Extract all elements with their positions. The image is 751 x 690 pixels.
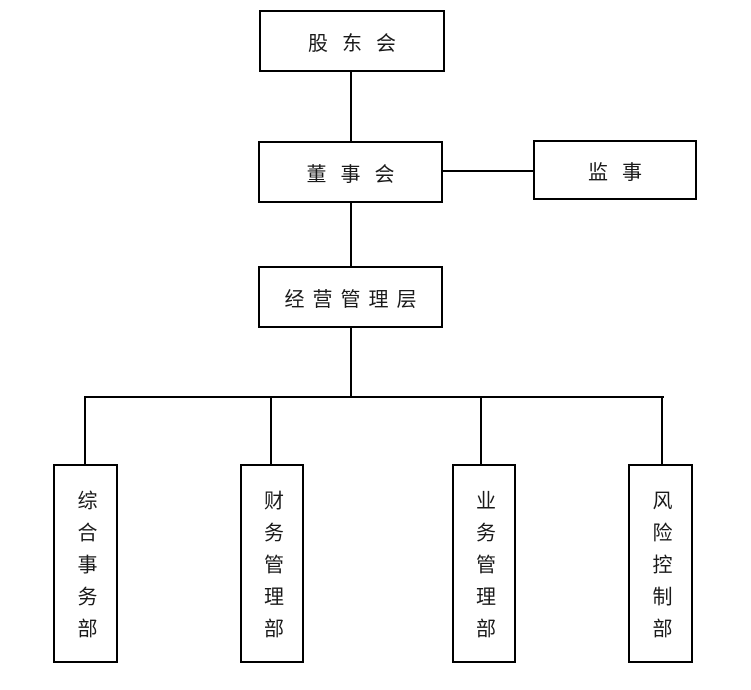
connector-board-management [350, 203, 352, 266]
node-label: 经营管理层 [284, 288, 425, 311]
connector-rail-dept-business [480, 396, 482, 464]
node-label: 业务管理部 [472, 489, 495, 650]
node-label: 监事 [588, 161, 656, 184]
node-board-of-directors: 董事会 [258, 141, 443, 203]
node-label: 财务管理部 [260, 489, 283, 650]
node-dept-general-affairs: 综合事务部 [53, 464, 118, 663]
node-management-layer: 经营管理层 [258, 266, 443, 328]
node-label: 董事会 [306, 163, 409, 186]
node-dept-financial-management: 财务管理部 [240, 464, 304, 663]
node-dept-business-management: 业务管理部 [452, 464, 516, 663]
connector-shareholders-board [350, 72, 352, 141]
connector-management-rail [350, 328, 352, 397]
node-label: 风险控制部 [649, 489, 671, 650]
node-shareholders-meeting: 股东会 [259, 10, 445, 72]
connector-rail-dept-risk [661, 396, 663, 464]
node-label: 综合事务部 [74, 489, 96, 650]
node-supervisor: 监事 [533, 140, 697, 200]
node-dept-risk-control: 风险控制部 [628, 464, 693, 663]
connector-distribution-rail [84, 396, 664, 398]
connector-rail-dept-finance [270, 396, 272, 464]
connector-board-supervisor [443, 170, 533, 172]
connector-rail-dept-general [84, 396, 86, 464]
node-label: 股东会 [308, 32, 410, 55]
